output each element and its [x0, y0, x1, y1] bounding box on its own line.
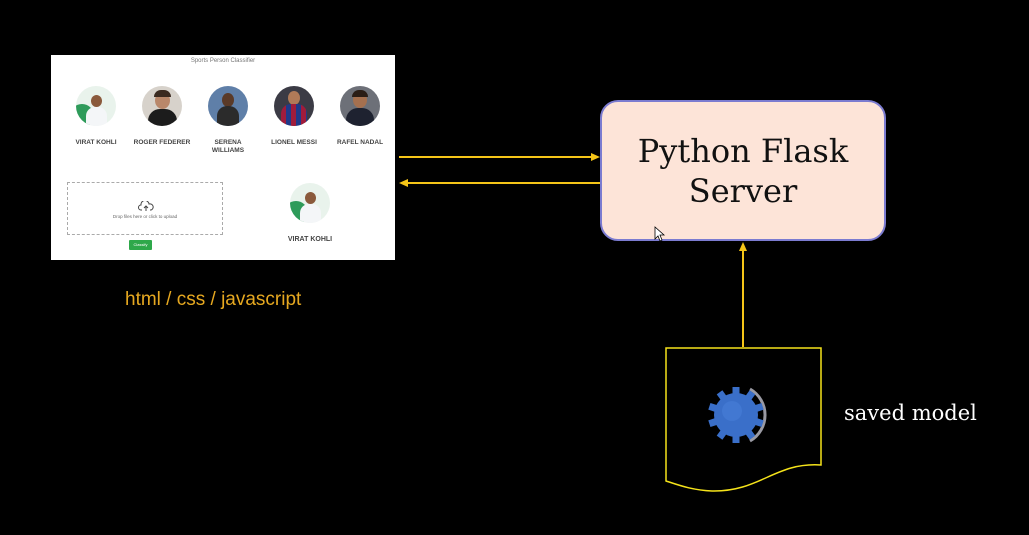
mouse-cursor-icon	[654, 226, 666, 242]
file-dropzone[interactable]: Drop files here or click to upload	[67, 182, 223, 235]
person-card-rafel-nadal[interactable]: RAFEL NADAL	[330, 86, 390, 147]
person-name: SERENA WILLIAMS	[211, 139, 245, 154]
avatar	[208, 86, 248, 126]
result-name: VIRAT KOHLI	[287, 236, 333, 243]
result-card	[280, 183, 340, 223]
person-name: VIRAT KOHLI	[75, 139, 117, 146]
person-name: RAFEL NADAL	[336, 139, 384, 146]
model-to-server-arrow	[739, 242, 747, 347]
upload-cloud-icon	[138, 201, 154, 211]
app-title: Sports Person Classifier	[190, 58, 256, 64]
person-name: ROGER FEDERER	[133, 139, 191, 146]
avatar	[340, 86, 380, 126]
saved-model-label: saved model	[844, 401, 977, 425]
person-card-lionel-messi[interactable]: LIONEL MESSI	[264, 86, 324, 147]
person-card-serena-williams[interactable]: SERENA WILLIAMS	[198, 86, 258, 155]
avatar	[76, 86, 116, 126]
webapp-screenshot: Sports Person Classifier VIRAT KOHLI ROG…	[51, 55, 395, 260]
dropzone-text: Drop files here or click to upload	[112, 214, 178, 219]
classify-button[interactable]: Classify	[129, 240, 152, 250]
request-arrow	[399, 153, 600, 161]
person-card-virat-kohli[interactable]: VIRAT KOHLI	[66, 86, 126, 147]
server-label: Python Flask Server	[637, 131, 849, 210]
avatar	[274, 86, 314, 126]
person-name: LIONEL MESSI	[271, 139, 317, 146]
response-arrow	[399, 179, 600, 187]
result-avatar	[290, 183, 330, 223]
avatar	[142, 86, 182, 126]
gear-icon	[708, 387, 767, 443]
tech-stack-label: html / css / javascript	[125, 289, 302, 310]
person-card-roger-federer[interactable]: ROGER FEDERER	[132, 86, 192, 147]
flask-server-box: Python Flask Server	[600, 100, 886, 241]
